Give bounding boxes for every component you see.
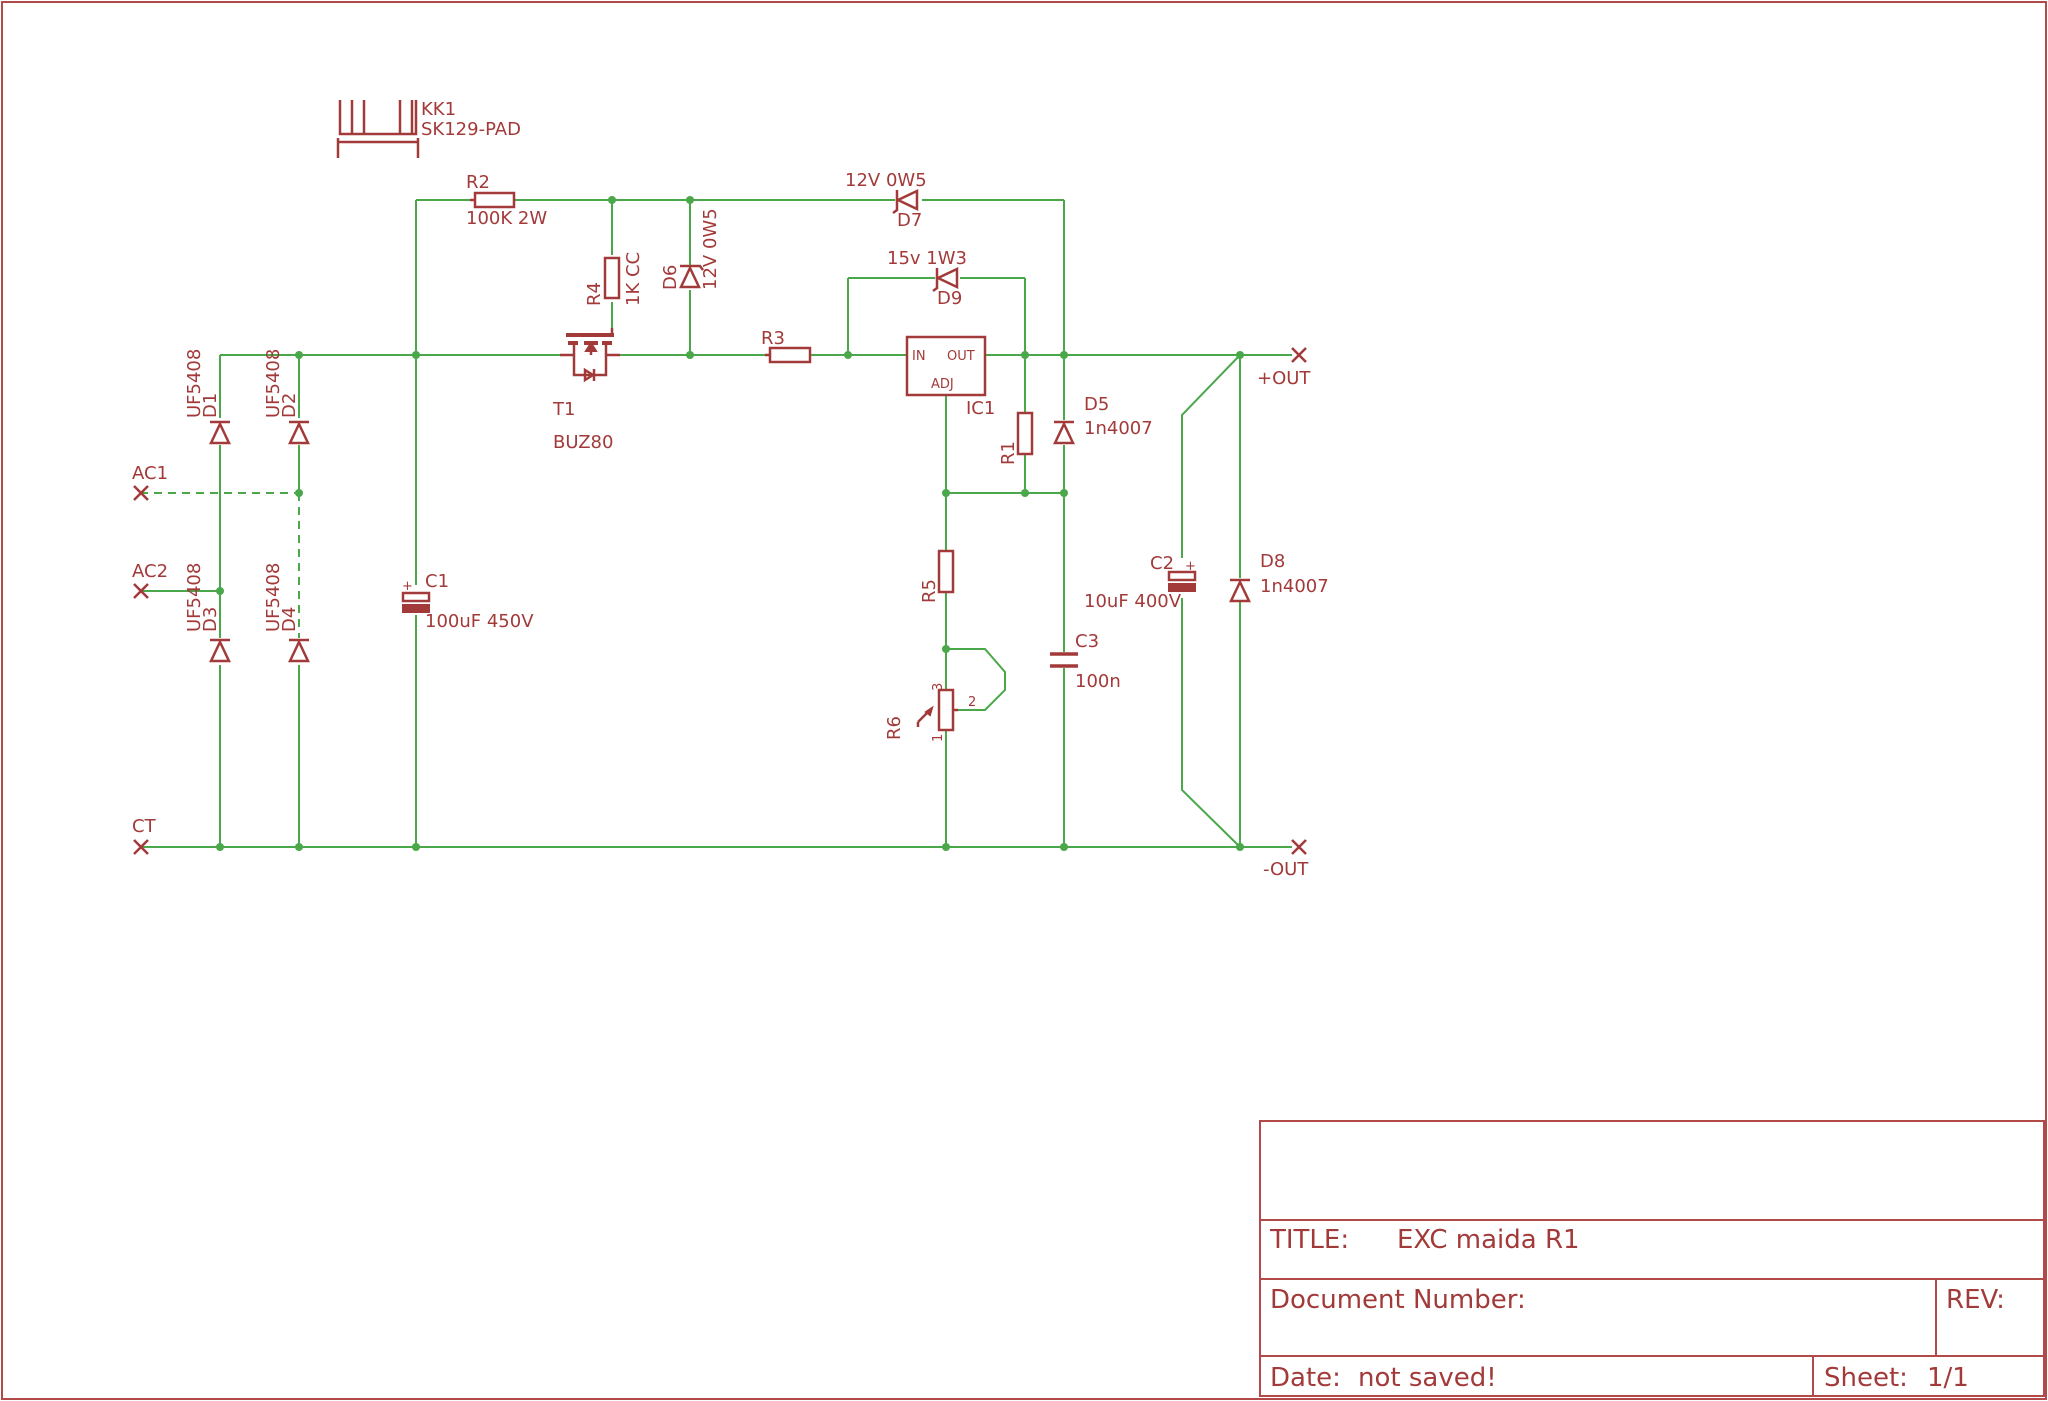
d4-value: UF5408 (263, 563, 284, 632)
d3-value: UF5408 (184, 563, 205, 632)
d9-ref: D9 (937, 288, 962, 309)
potentiometer-r6[interactable]: 3 2 1 R6 (884, 683, 976, 742)
c1-value: 100uF 450V (425, 611, 534, 632)
d3-ref: D3 (200, 607, 221, 632)
out-plus-label: +OUT (1257, 368, 1311, 389)
d1-value: UF5408 (184, 349, 205, 418)
d6-ref: D6 (660, 265, 681, 290)
port-out-minus[interactable]: -OUT (1263, 839, 1309, 880)
diode-d4[interactable]: D4 UF5408 (263, 563, 310, 663)
d8-value: 1n4007 (1260, 576, 1329, 597)
d8-ref: D8 (1260, 551, 1285, 572)
r2-value: 100K 2W (466, 208, 547, 229)
r1-ref: R1 (998, 441, 1019, 465)
ac1-label: AC1 (132, 463, 168, 484)
junctions (216, 196, 1244, 851)
resistor-r4[interactable]: R4 1K CC (584, 252, 644, 306)
document-number-label: Document Number: (1270, 1285, 1526, 1315)
d2-ref: D2 (279, 393, 300, 418)
d2-value: UF5408 (263, 349, 284, 418)
title-value: EXC maida R1 (1397, 1225, 1580, 1255)
r6-ref: R6 (884, 716, 905, 740)
resistor-r1[interactable]: R1 (998, 411, 1034, 465)
kk1-value: SK129-PAD (421, 119, 521, 140)
d4-ref: D4 (279, 607, 300, 632)
kk1-ref: KK1 (421, 99, 456, 120)
electrolytic-capacitor-c1[interactable]: + C1 100uF 450V (401, 571, 534, 632)
out-minus-label: -OUT (1263, 859, 1309, 880)
title-label: TITLE: (1269, 1225, 1349, 1255)
zener-diode-d9[interactable]: 15v 1W3 D9 (887, 248, 967, 309)
d6-value: 12V 0W5 (700, 208, 721, 290)
ic1-ref: IC1 (966, 398, 995, 419)
d9-value: 15v 1W3 (887, 248, 967, 269)
c2-value: 10uF 400V (1084, 591, 1182, 612)
zener-diode-d7[interactable]: 12V 0W5 D7 (845, 170, 927, 231)
port-ac2[interactable]: AC2 (132, 561, 168, 599)
d1-ref: D1 (200, 393, 221, 418)
zener-diode-d6[interactable]: D6 12V 0W5 (660, 208, 721, 290)
capacitor-c3[interactable]: C3 100n (1050, 631, 1121, 692)
r6-pin-2: 2 (968, 695, 976, 710)
d7-value: 12V 0W5 (845, 170, 927, 191)
date-label: Date: (1270, 1363, 1341, 1393)
r4-value: 1K CC (623, 252, 644, 306)
c3-value: 100n (1075, 671, 1121, 692)
c3-ref: C3 (1075, 631, 1099, 652)
diode-d3[interactable]: D3 UF5408 (184, 563, 231, 663)
ic1-pin-in: IN (912, 349, 926, 364)
title-block: TITLE: EXC maida R1 Document Number: REV… (1259, 1120, 2045, 1397)
d5-ref: D5 (1084, 394, 1109, 415)
r2-ref: R2 (466, 172, 490, 193)
c1-ref: C1 (425, 571, 449, 592)
mosfet-t1[interactable]: T1 BUZ80 (552, 328, 620, 453)
r6-pin-1: 1 (931, 734, 946, 742)
wires (140, 199, 1292, 848)
r6-pin-3: 3 (931, 683, 946, 691)
rev-label: REV: (1946, 1285, 2005, 1315)
port-out-plus[interactable]: +OUT (1257, 347, 1311, 389)
c1-plus-mark: + (402, 579, 413, 594)
t1-value: BUZ80 (553, 432, 613, 453)
diode-d1[interactable]: D1 UF5408 (184, 349, 231, 445)
ic1-pin-out: OUT (947, 349, 975, 364)
r4-ref: R4 (584, 282, 605, 306)
d7-ref: D7 (897, 210, 922, 231)
port-ct[interactable]: CT (132, 816, 157, 855)
resistor-r5[interactable]: R5 (919, 549, 955, 603)
sheet-label: Sheet: (1824, 1363, 1908, 1393)
c2-plus-mark: + (1185, 559, 1196, 574)
resistor-r3[interactable]: R3 (761, 328, 812, 364)
r5-ref: R5 (919, 579, 940, 603)
date-value: not saved! (1358, 1363, 1497, 1393)
diode-d8[interactable]: D8 1n4007 (1229, 551, 1329, 603)
t1-ref: T1 (552, 399, 575, 420)
regulator-ic1[interactable]: IN OUT ADJ IC1 (905, 335, 995, 419)
electrolytic-capacitor-c2[interactable]: + C2 10uF 400V (1084, 553, 1197, 612)
ic1-pin-adj: ADJ (931, 377, 954, 392)
diode-d2[interactable]: D2 UF5408 (263, 349, 310, 445)
c2-ref: C2 (1150, 553, 1174, 574)
diode-d5[interactable]: D5 1n4007 (1053, 394, 1153, 445)
d5-value: 1n4007 (1084, 418, 1153, 439)
r3-ref: R3 (761, 328, 785, 349)
ct-label: CT (132, 816, 157, 837)
sheet-value: 1/1 (1927, 1363, 1969, 1393)
ac2-label: AC2 (132, 561, 168, 582)
resistor-r2[interactable]: R2 100K 2W (466, 172, 547, 229)
heatsink-kk1[interactable]: KK1 SK129-PAD (336, 99, 521, 158)
port-ac1[interactable]: AC1 (132, 463, 168, 501)
